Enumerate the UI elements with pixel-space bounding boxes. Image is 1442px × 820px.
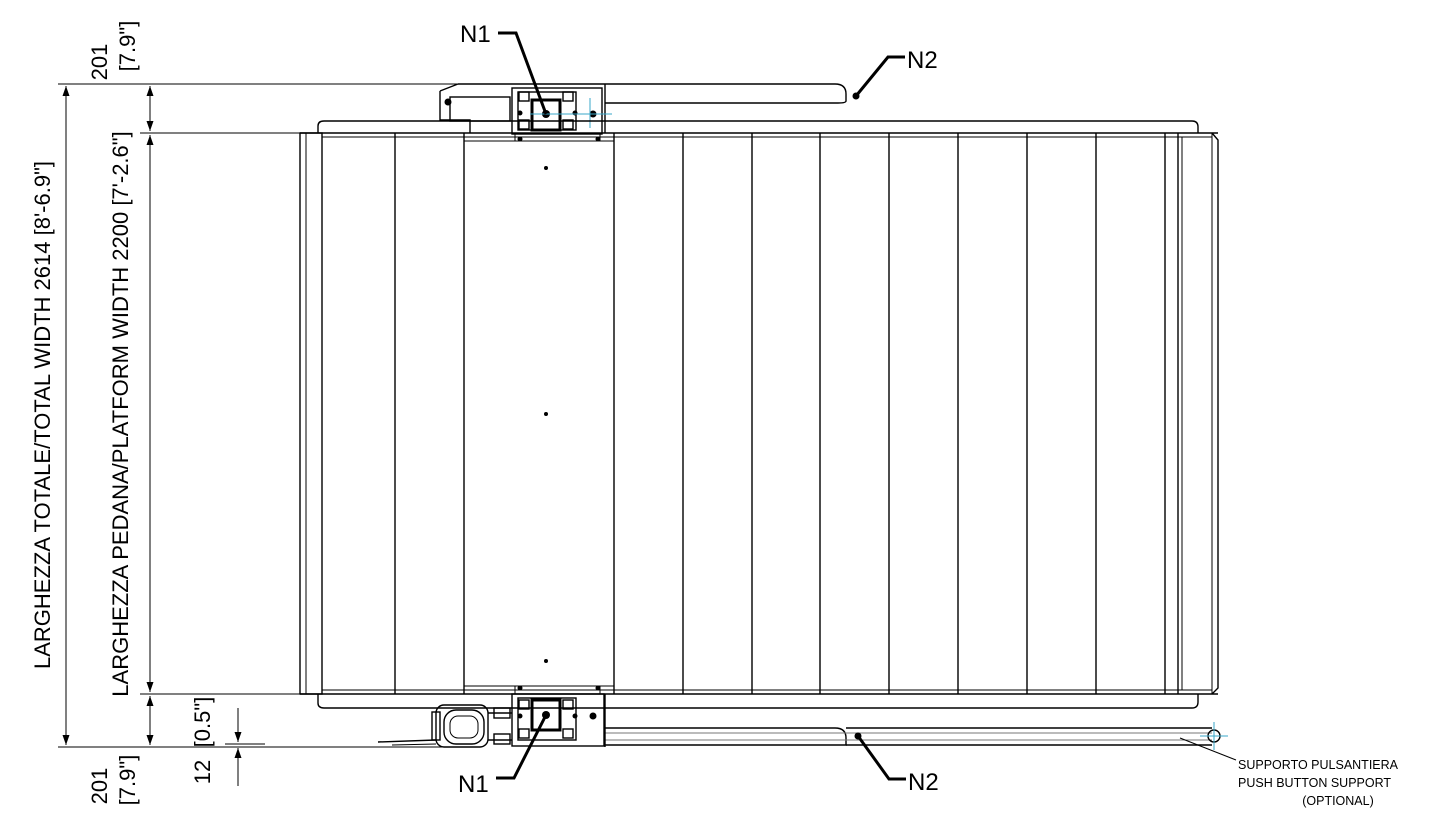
note-line-2: PUSH BUTTON SUPPORT xyxy=(1238,776,1391,790)
note-leader xyxy=(1179,737,1237,761)
bottom-offset-in: [7.9"] xyxy=(115,755,140,806)
platform-body xyxy=(299,120,1219,709)
callout-texts: N1 N2 N1 N2 xyxy=(458,21,939,798)
n2-top-leader xyxy=(854,55,905,97)
n1-bottom-label: N1 xyxy=(458,771,489,798)
gap-mm: 12 xyxy=(190,760,215,784)
dimension-texts: LARGHEZZA TOTALE/TOTAL WIDTH 2614 [8'-6.… xyxy=(30,21,215,806)
bottom-offset-mm: 201 xyxy=(87,768,112,805)
platform-width-label: LARGHEZZA PEDANA/PLATFORM WIDTH 2200 [7'… xyxy=(108,131,133,696)
gap-in: [0.5"] xyxy=(190,697,215,748)
n1-top-leader xyxy=(498,31,548,115)
n2-bottom-label: N2 xyxy=(908,769,939,796)
n2-top-label: N2 xyxy=(907,47,938,74)
callout-leaders xyxy=(496,31,1237,781)
note-line-3: (OPTIONAL) xyxy=(1302,794,1374,808)
n1-top-label: N1 xyxy=(460,21,491,48)
top-bracket-assembly xyxy=(439,83,860,135)
bottom-bracket-assembly xyxy=(377,693,1228,750)
dimension-lines xyxy=(58,83,470,786)
n1-bottom-leader xyxy=(496,714,548,780)
top-offset-in: [7.9"] xyxy=(115,21,140,72)
note-line-1: SUPPORTO PULSANTIERA xyxy=(1238,758,1399,772)
optional-note: SUPPORTO PULSANTIERA PUSH BUTTON SUPPORT… xyxy=(1238,758,1399,808)
top-offset-mm: 201 xyxy=(87,44,112,81)
n2-bottom-leader xyxy=(856,735,906,781)
total-width-label: LARGHEZZA TOTALE/TOTAL WIDTH 2614 [8'-6.… xyxy=(30,161,55,669)
